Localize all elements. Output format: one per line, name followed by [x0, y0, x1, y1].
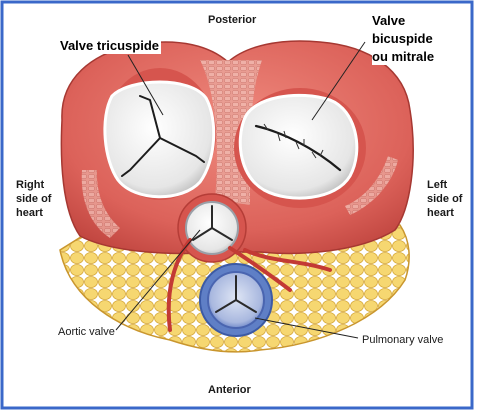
mitral-valve-label-3: ou mitrale — [372, 48, 468, 65]
mitral-valve-label-1: Valve — [372, 12, 468, 29]
mitral-valve-label-2: bicuspide — [372, 30, 468, 47]
fibrous-ring-left — [345, 156, 398, 215]
mitral-chordae — [263, 123, 324, 159]
left-side-label-2: side of — [427, 193, 463, 205]
aortic-cusps — [192, 205, 233, 241]
fibrous-ring-right — [81, 170, 120, 238]
anterior-label: Anterior — [208, 384, 251, 396]
pulmonary-valve-label: Pulmonary valve — [362, 334, 444, 346]
mitral-commissure — [254, 124, 342, 172]
leader-mitral — [311, 41, 366, 121]
aortic-valve-label: Aortic valve — [58, 326, 115, 338]
leader-aortic — [115, 229, 201, 331]
right-side-label-2: side of — [16, 193, 52, 205]
frame-border — [0, 0, 474, 410]
left-side-label-3: heart — [427, 207, 454, 219]
pulmonary-cusps — [215, 275, 257, 313]
posterior-label: Posterior — [208, 14, 257, 26]
leader-tricuspid — [127, 54, 164, 116]
right-side-label-1: Right — [16, 179, 45, 191]
left-side-label-1: Left — [427, 179, 448, 191]
tricuspid-valve-label: Valve tricuspide — [58, 37, 161, 54]
right-side-label-3: heart — [16, 207, 43, 219]
leader-pulmonary — [254, 317, 359, 339]
tricuspid-commissures — [121, 95, 205, 177]
